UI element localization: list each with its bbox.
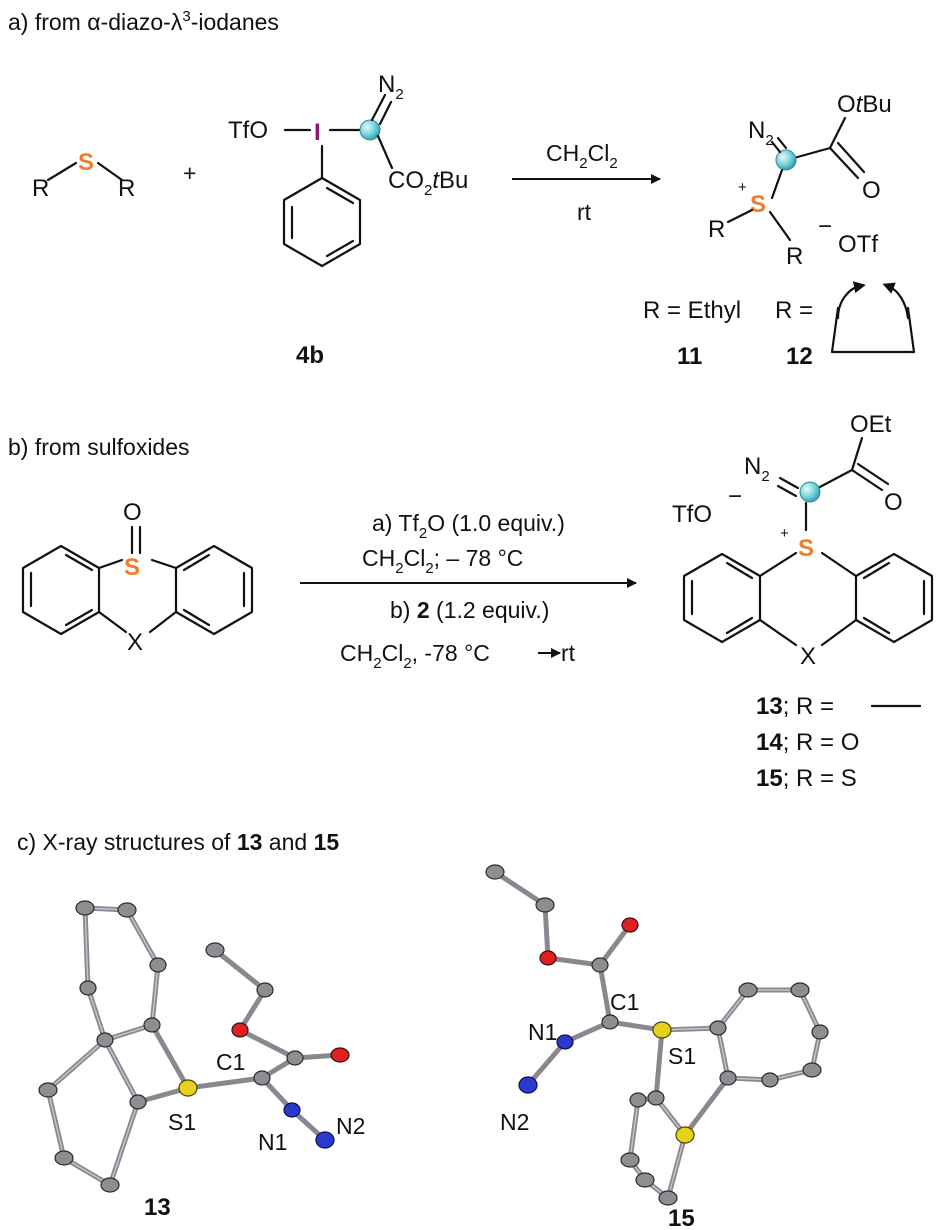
cyclic-linker [830, 306, 916, 354]
legend-13: 13; R = [756, 693, 834, 720]
sulfide-reactant: S R R [32, 149, 135, 202]
r-group-left: R [32, 175, 49, 202]
otf-counterion: OTf [838, 231, 878, 258]
plus-sign: + [183, 160, 196, 186]
legend-r-ethyl: R = Ethyl [643, 297, 741, 324]
conditions-step-b: b) 2 (1.2 equiv.) [390, 597, 549, 623]
conditions-step-a: a) Tf2O (1.0 equiv.) [372, 510, 565, 542]
plus-charge: + [738, 179, 747, 196]
carbonyl-o: O [862, 177, 881, 204]
reaction-arrow-b: a) Tf2O (1.0 equiv.) CH2Cl2; – 78 °C b) … [300, 510, 637, 672]
xray15-s1: S1 [668, 1043, 696, 1069]
plus-charge-b: + [780, 525, 789, 542]
conditions-temp-a: rt [577, 199, 592, 225]
legend-14: 14; R = O [756, 729, 859, 756]
xray15-c1: C1 [610, 989, 639, 1015]
xray13-label: 13 [144, 1194, 171, 1221]
oet-label: OEt [850, 411, 892, 438]
xray13-c1: C1 [216, 1049, 245, 1075]
sulfoxide-s: S [124, 554, 140, 581]
sulfoxide-reactant: O S X [21, 499, 254, 656]
iodane-reagent-4b: TfO I N2 CO2tBu 4b [228, 71, 468, 369]
conditions-step-a2: CH2Cl2; – 78 °C [362, 545, 523, 577]
legend-a: R = Ethyl R = 11 12 [643, 281, 916, 370]
ester-label: CO2tBu [388, 167, 468, 199]
sulfonium-product-b: OEt O N2 TfO − + S X [672, 411, 934, 670]
sulfur-atom-product-b: S [798, 535, 814, 562]
carbene-carbon [359, 119, 381, 141]
reaction-arrow-a: CH2Cl2 rt [512, 140, 661, 225]
sulfoxide-o: O [123, 499, 142, 526]
r-group-right: R [118, 175, 135, 202]
xray13-n1: N1 [258, 1129, 287, 1155]
ester-o-product: O [884, 489, 903, 516]
section-b-title: b) from sulfoxides [8, 434, 190, 460]
iodine-atom: I [314, 119, 321, 146]
carbene-carbon-product-b [799, 481, 821, 503]
sulfur-atom-product: S [750, 191, 766, 218]
tfo-label: TfO [228, 117, 268, 144]
conditions-rt: rt [561, 640, 576, 666]
xray13-n2: N2 [336, 1113, 365, 1139]
n2-label-product: N2 [748, 117, 774, 149]
xray15-label: 15 [668, 1205, 695, 1230]
conditions-step-b2: CH2Cl2, -78 °C [340, 640, 490, 672]
sulfonium-product-a: OtBu O N2 S + R R − OTf [708, 91, 892, 270]
tfo-counterion: TfO [672, 501, 712, 528]
xray15-n1: N1 [528, 1019, 557, 1045]
compound-12-label: 12 [786, 343, 813, 370]
heteroatom-x-product: X [800, 643, 816, 670]
conditions-solvent-a: CH2Cl2 [546, 140, 618, 172]
legend-r-ring: R = [775, 297, 813, 324]
xray-structure-15: C1 S1 N1 N2 15 [485, 864, 829, 1230]
n2-label: N2 [378, 71, 404, 103]
minus-charge: − [818, 213, 832, 240]
r-group-product-left: R [708, 216, 725, 243]
xray13-s1: S1 [168, 1109, 196, 1135]
minus-charge-b: − [728, 483, 742, 510]
xray15-n2: N2 [500, 1109, 529, 1135]
legend-b: 13; R = 14; R = O 15; R = S [756, 693, 922, 792]
otbu-label: OtBu [837, 91, 892, 118]
carbene-carbon-product [775, 149, 797, 171]
compound-11-label: 11 [677, 343, 702, 370]
n2-label-product-b: N2 [744, 453, 770, 485]
section-c-title: c) X-ray structures of 13 and 15 [17, 829, 339, 855]
r-group-product-right: R [786, 243, 803, 270]
xray-structure-13: C1 S1 N1 N2 13 [38, 900, 365, 1221]
compound-4b-label: 4b [296, 342, 324, 369]
sulfur-atom: S [78, 149, 94, 176]
legend-15: 15; R = S [756, 765, 857, 792]
section-a-title: a) from α-diazo-λ3-iodanes [8, 8, 279, 35]
heteroatom-x: X [127, 629, 143, 656]
